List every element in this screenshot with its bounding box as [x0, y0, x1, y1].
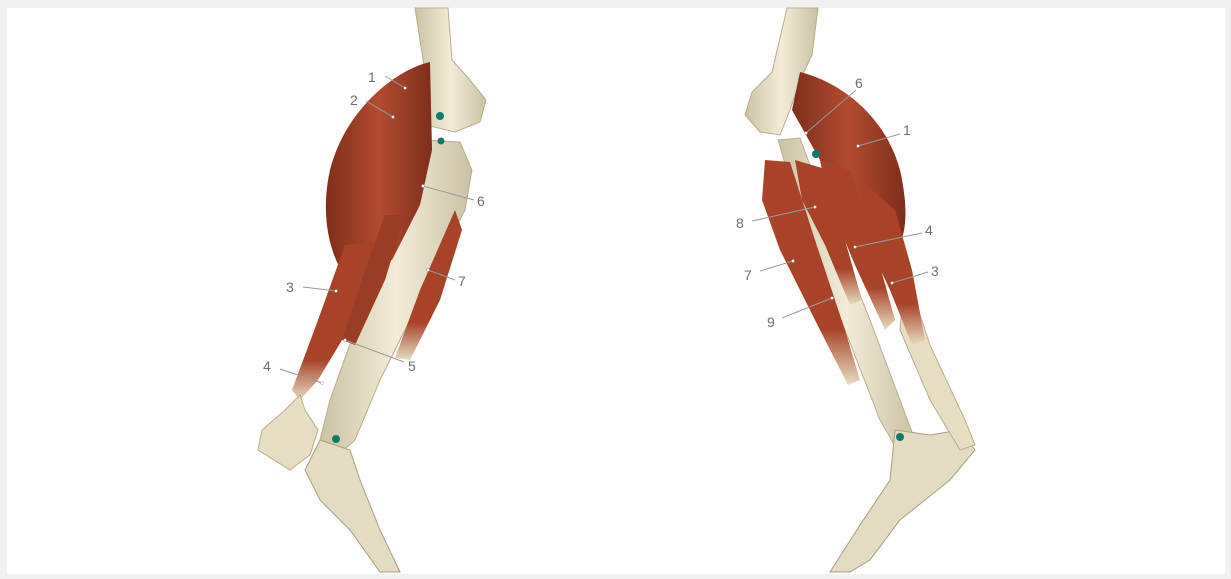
right-label: 4 — [925, 222, 933, 238]
left-label: 1 — [368, 69, 376, 85]
left-label: 6 — [477, 193, 485, 209]
right-paw-bones — [830, 430, 975, 572]
left-paw-bones — [305, 440, 400, 572]
left-label: 5 — [408, 358, 416, 374]
right-label: 7 — [744, 267, 752, 283]
left-limb-view: 1 2 6 3 7 5 4 — [258, 8, 486, 572]
left-landmark-point — [436, 112, 444, 120]
right-landmark-point — [812, 150, 820, 158]
right-label: 1 — [903, 122, 911, 138]
right-label: 6 — [855, 75, 863, 91]
left-landmark-point — [332, 435, 340, 443]
left-label: 4 — [263, 358, 271, 374]
right-label: 9 — [767, 314, 775, 330]
left-tendon-4 — [258, 395, 318, 470]
right-landmark-point — [896, 433, 904, 441]
left-label: 2 — [350, 92, 358, 108]
left-label: 7 — [458, 273, 466, 289]
left-label: 3 — [286, 279, 294, 295]
right-label: 8 — [736, 215, 744, 231]
left-landmark-point — [438, 138, 445, 145]
right-label: 3 — [931, 263, 939, 279]
right-limb-view: 6 1 8 4 7 3 9 — [736, 8, 975, 572]
